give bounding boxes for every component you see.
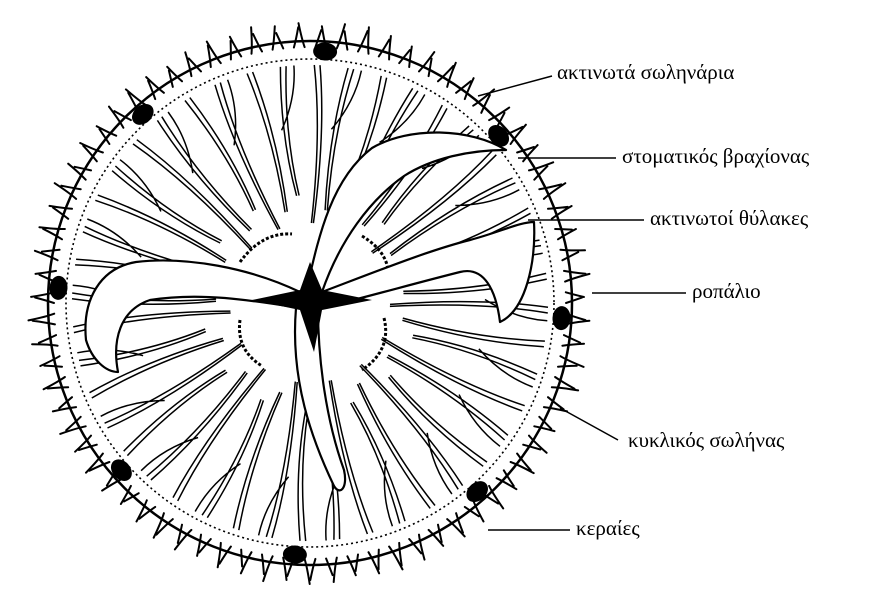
label-radial-pouches: ακτινωτοί θύλακες (650, 208, 808, 229)
leader-ring-canal (560, 408, 618, 440)
rhopalium-5 (282, 545, 307, 564)
label-ring-canal: κυκλικός σωλήνας (628, 430, 784, 451)
rhopalium-6 (107, 455, 136, 485)
oral-arm-right (322, 222, 534, 322)
mouth-center (252, 262, 372, 352)
label-rhopalium: ροπάλιο (692, 281, 761, 302)
oral-arm-left (85, 260, 300, 372)
leader-radial-canals (478, 76, 552, 96)
label-oral-arm: στοματικός βραχίονας (622, 146, 809, 167)
rhopalium-4 (462, 477, 492, 506)
label-tentacles: κεραίες (576, 518, 640, 539)
label-radial-canals: ακτινωτά σωληνάρια (557, 62, 734, 83)
